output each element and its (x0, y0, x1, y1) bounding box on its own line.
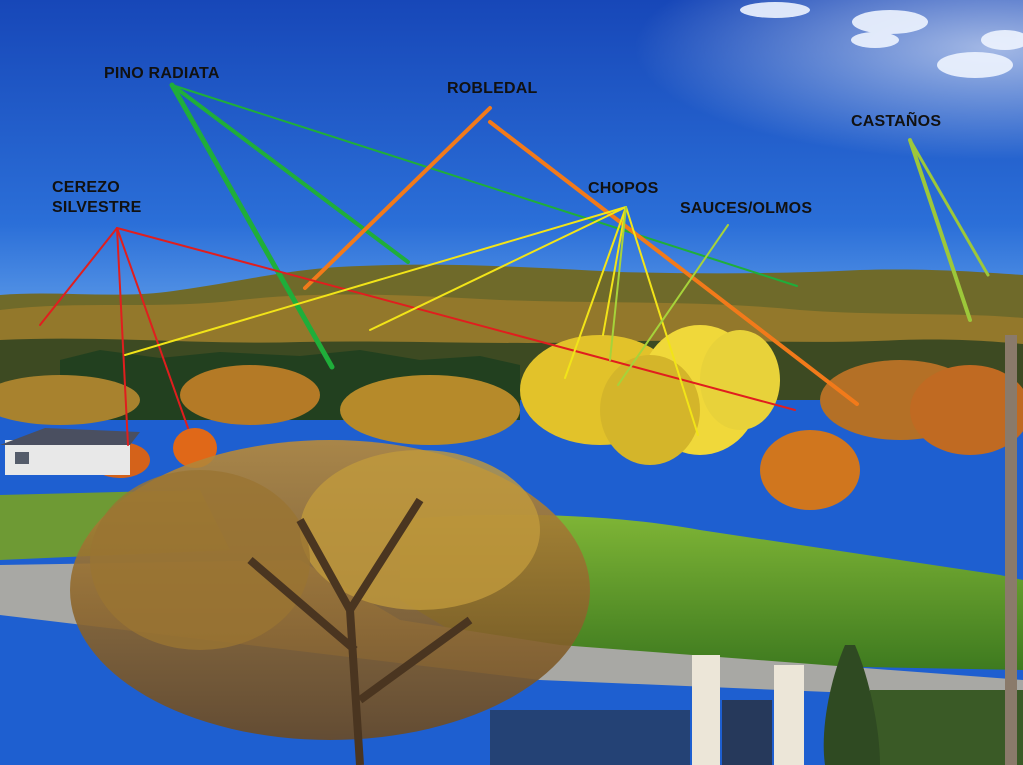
cypress-tree (823, 645, 880, 765)
utility-pole (1005, 335, 1017, 765)
label-cerezo-line1: CEREZO (52, 179, 120, 196)
cerezo-line-4 (116, 227, 796, 411)
chopos-line-4 (602, 206, 627, 336)
chopos-line-1 (124, 206, 627, 356)
robledal-line-1 (303, 106, 492, 290)
cerezo-line-3 (116, 227, 189, 429)
clouds (740, 2, 1023, 78)
chopos-line-3 (564, 206, 627, 379)
pino-line-3 (171, 84, 798, 287)
label-sauces-olmos: SAUCES/OLMOS (680, 200, 813, 217)
label-pino-radiata: PINO RADIATA (104, 65, 220, 82)
sauces-line-1 (617, 224, 729, 386)
label-castanos: CASTAÑOS (851, 113, 942, 130)
house (0, 428, 140, 475)
label-robledal: ROBLEDAL (447, 80, 538, 97)
chopos-line-2 (369, 206, 627, 331)
robledal-line-2 (488, 120, 859, 406)
pino-line-2 (170, 83, 410, 264)
annotation-lines (39, 82, 990, 446)
cerezo-line-1 (39, 227, 118, 326)
castanos-line-2 (908, 138, 990, 277)
foreground-tree (70, 440, 590, 765)
label-chopos: CHOPOS (588, 180, 659, 197)
label-cerezo-line2: SILVESTRE (52, 199, 142, 216)
cerezo-line-2 (116, 227, 129, 446)
autumn-vegetation (0, 325, 1023, 510)
gate-fence (490, 655, 1023, 765)
sauces-line-2 (609, 206, 627, 361)
castanos-line-1 (908, 138, 972, 322)
pino-line-1 (169, 82, 335, 370)
label-cerezo-silvestre: CEREZO SILVESTRE (52, 178, 142, 218)
